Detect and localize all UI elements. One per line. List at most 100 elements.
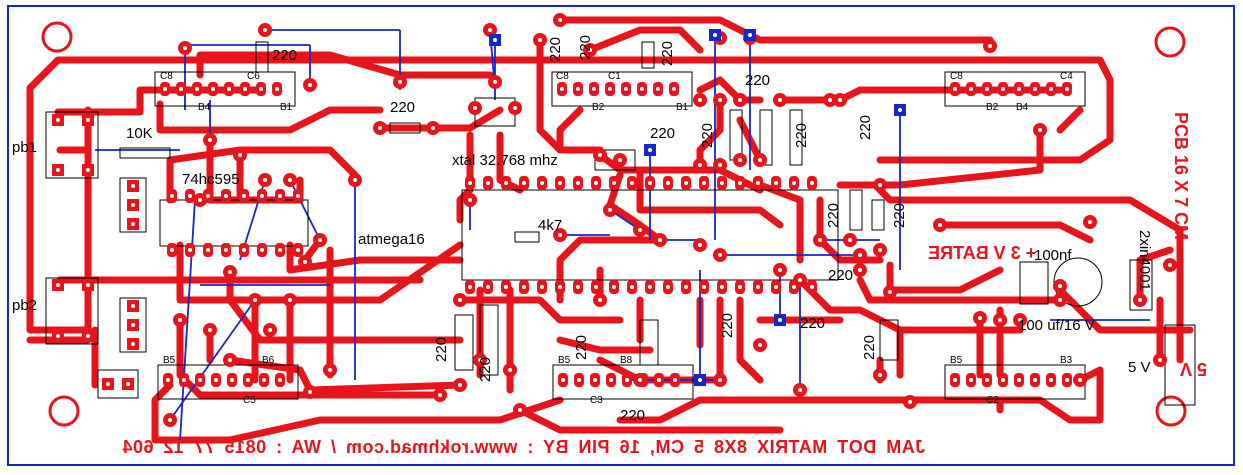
power-conn xyxy=(1164,324,1196,406)
pad-hole xyxy=(608,208,612,212)
conn-bot-left-label-c: C5 xyxy=(243,395,256,406)
xtal xyxy=(594,149,636,171)
pad-hole xyxy=(702,285,706,289)
conn-bot-left-label-b: B6 xyxy=(262,355,275,366)
pad-hole xyxy=(828,98,832,102)
pad-hole xyxy=(131,342,135,346)
label-220-vert-13: 220 xyxy=(861,334,878,360)
pad-hole xyxy=(228,358,232,362)
pad-hole xyxy=(598,153,602,157)
pad-hole xyxy=(214,378,218,382)
conn-bot-right-label-c: C2 xyxy=(986,395,999,406)
pad-hole xyxy=(56,118,60,122)
pad-hole xyxy=(493,80,497,84)
pad-hole xyxy=(609,378,613,382)
conn-top-right-label-d: B4 xyxy=(1016,102,1029,113)
pad-hole xyxy=(1088,220,1092,224)
pad-hole xyxy=(908,400,912,404)
pad-hole xyxy=(504,181,508,185)
label-4k7: 4k7 xyxy=(538,217,563,234)
res-top-4 xyxy=(871,199,885,231)
pad-hole xyxy=(560,87,564,91)
pad-hole xyxy=(638,378,642,382)
connector-top-mid xyxy=(551,71,693,107)
pad-hole xyxy=(576,87,580,91)
conn-top-right-label-a: C8 xyxy=(950,71,963,82)
pad-hole xyxy=(211,87,215,91)
mounting-holes xyxy=(41,21,1187,427)
pad-hole xyxy=(243,87,247,91)
label-battery: + 3 V BATRE xyxy=(928,243,1037,263)
pad-hole xyxy=(953,87,957,91)
pad-hole xyxy=(296,248,300,252)
label-pb2: pb2 xyxy=(12,297,38,314)
pad-hole xyxy=(593,378,597,382)
conn-bot-left-label-a: B5 xyxy=(163,355,176,366)
label-220-vert-1: 220 xyxy=(547,36,564,62)
conn-bot-right-label-a: B5 xyxy=(950,355,963,366)
resistor-10k xyxy=(119,147,171,159)
pad-hole xyxy=(638,228,642,232)
label-100nf: 100nf xyxy=(1034,247,1072,264)
label-220-vert-4: 220 xyxy=(699,122,716,148)
pad-hole xyxy=(577,378,581,382)
pad-hole xyxy=(513,106,517,110)
label-220-vert-2: 220 xyxy=(577,34,594,60)
pad-hole xyxy=(612,285,616,289)
pad-hole xyxy=(738,285,742,289)
pad-hole xyxy=(131,323,135,327)
pad-hole xyxy=(278,248,282,252)
pad-hole xyxy=(810,181,814,185)
pad-hole xyxy=(798,278,802,282)
pad-hole xyxy=(702,181,706,185)
pad-hole xyxy=(131,222,135,226)
pad-hole xyxy=(738,181,742,185)
label-220-right: 220 xyxy=(828,267,854,284)
pad-hole xyxy=(738,158,742,162)
label-220-mid: 220 xyxy=(390,99,416,116)
pad-hole xyxy=(56,168,60,172)
pad-hole xyxy=(838,98,842,102)
pad-hole xyxy=(630,285,634,289)
pad-hole xyxy=(938,223,942,227)
pad-hole xyxy=(608,87,612,91)
pad-hole xyxy=(985,87,989,91)
pad-hole xyxy=(56,283,60,287)
pad-hole xyxy=(166,378,170,382)
pad-hole xyxy=(131,203,135,207)
pad-hole xyxy=(188,248,192,252)
cap-100uf xyxy=(1053,257,1103,307)
label-220-vert-8: 220 xyxy=(891,202,908,228)
pad-hole xyxy=(673,378,677,382)
pad-hole xyxy=(208,138,212,142)
pad-hole xyxy=(1138,298,1142,302)
label-74hc595: 74hc595 xyxy=(182,171,240,188)
label-220-vert-10: 220 xyxy=(477,356,494,382)
pad-hole xyxy=(878,183,882,187)
label-atmega16: atmega16 xyxy=(358,231,425,248)
pad-hole xyxy=(666,285,670,289)
res-mid-3 xyxy=(789,109,803,166)
res-col-4 xyxy=(879,319,899,361)
pad-hole xyxy=(1049,378,1053,382)
pad-hole xyxy=(1038,128,1042,132)
pad-hole xyxy=(131,184,135,188)
pad-hole xyxy=(1058,298,1062,302)
pad-hole xyxy=(253,298,257,302)
pad-hole xyxy=(227,87,231,91)
pad-hole xyxy=(576,285,580,289)
pad-hole xyxy=(698,378,702,382)
pad-hole xyxy=(260,194,264,198)
pad-hole xyxy=(1001,87,1005,91)
cap-100nf xyxy=(1019,261,1049,305)
pad-hole xyxy=(684,181,688,185)
pad-hole xyxy=(878,248,882,252)
pad-hole xyxy=(438,393,442,397)
res-top-1 xyxy=(255,41,269,73)
pad-hole xyxy=(178,318,182,322)
pad-hole xyxy=(468,198,472,202)
pad-hole xyxy=(657,378,661,382)
regulator-small-2 xyxy=(119,297,147,353)
pad-hole xyxy=(262,378,266,382)
